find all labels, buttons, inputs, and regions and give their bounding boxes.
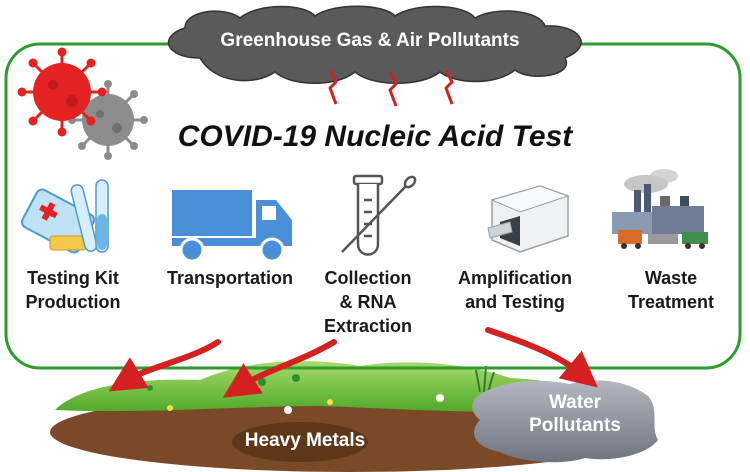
flower xyxy=(167,405,173,411)
pcr-machine-icon xyxy=(487,185,570,253)
step-label-testing-kit: Testing Kit Production xyxy=(25,268,121,312)
step-label-collection: Collection & RNA Extraction xyxy=(323,268,413,336)
heavy-metals-label: Heavy Metals xyxy=(244,430,366,451)
arrow-kit-to-soil xyxy=(108,339,221,392)
emission-arrows xyxy=(108,327,598,398)
bolt-icon xyxy=(388,71,398,107)
bolt-icon xyxy=(328,69,338,105)
testing-kit-icon xyxy=(21,179,109,254)
flower xyxy=(327,399,333,405)
test-tube-swab-icon xyxy=(341,174,417,256)
soil-pit xyxy=(232,422,368,462)
step-label-waste: Waste Treatment xyxy=(627,268,715,312)
diagram-title: COVID-19 Nucleic Acid Test xyxy=(177,120,573,153)
arrow-testing-to-water xyxy=(485,327,598,388)
emission-bolts xyxy=(328,69,454,107)
virus-red-icon xyxy=(17,47,107,137)
step-label-transportation: Transportation xyxy=(166,268,293,288)
flower xyxy=(436,394,444,402)
bolt-icon xyxy=(444,69,454,105)
water-pollutants-label: Water Pollutants xyxy=(529,392,621,436)
flower xyxy=(284,406,292,414)
step-label-amplification: Amplification and Testing xyxy=(457,268,572,312)
pollution-cloud xyxy=(167,5,582,84)
tree xyxy=(292,374,300,382)
tree xyxy=(147,385,153,391)
waste-plant-icon xyxy=(612,169,708,249)
air-pollutants-label: Greenhouse Gas & Air Pollutants xyxy=(220,30,520,51)
water-puddle xyxy=(472,380,658,463)
ground xyxy=(50,361,658,472)
arrow-transport-to-soil xyxy=(222,339,337,398)
reeds xyxy=(475,365,495,393)
truck-icon xyxy=(172,190,292,263)
